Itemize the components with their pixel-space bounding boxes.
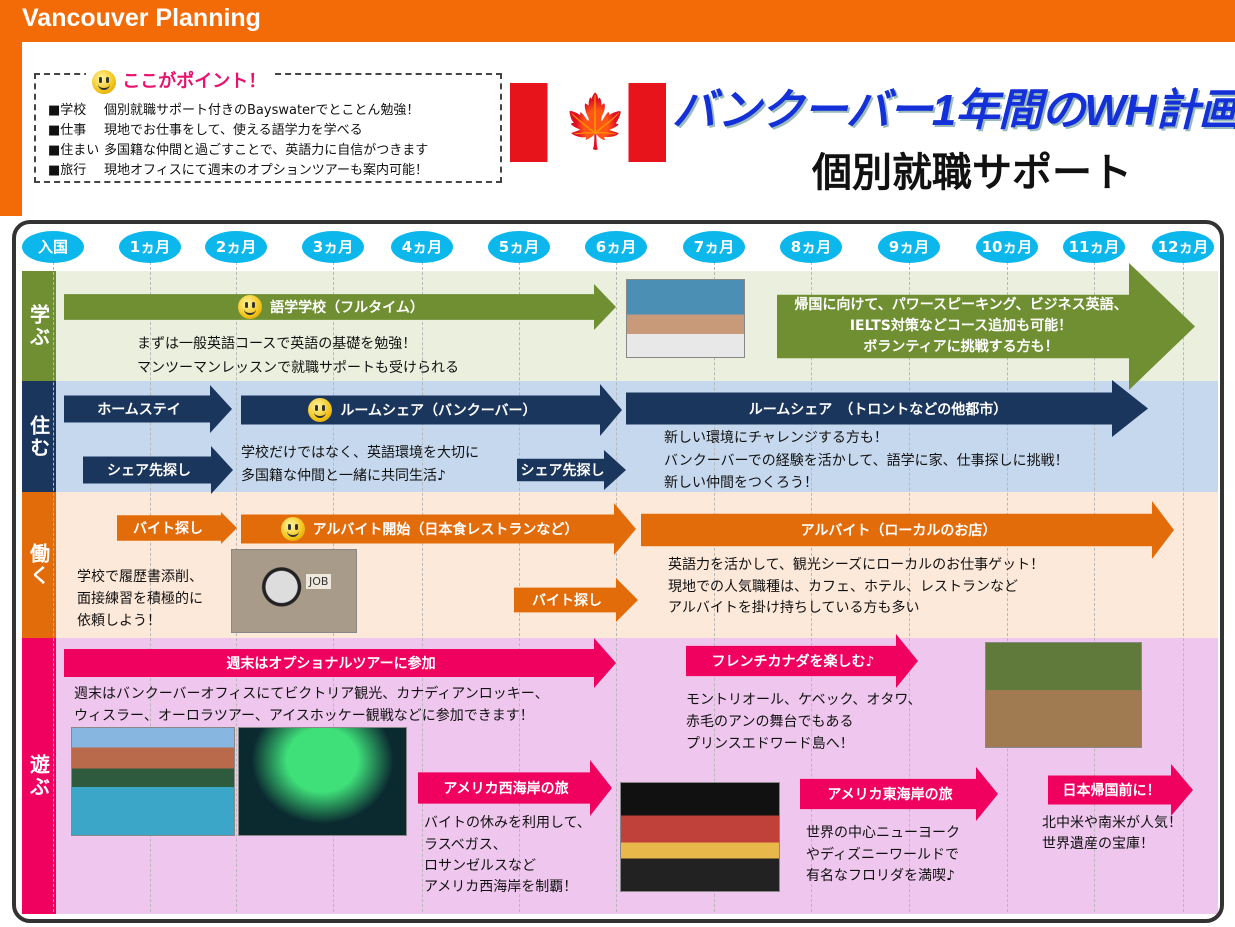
photo-text: JOB: [306, 574, 332, 589]
month-marker: 5ヵ月: [488, 231, 550, 263]
month-marker: 12ヵ月: [1152, 231, 1214, 263]
point-key: ■住まい: [48, 143, 100, 158]
header-strip: [0, 0, 22, 216]
gridline: [1007, 262, 1008, 912]
learn-text: まずは一般英語コースで英語の基礎を勉強！: [137, 336, 417, 352]
point-item: ■学校 個別就職サポート付きのBayswaterでとことん勉強！: [48, 99, 419, 118]
page-title: バンクーバー1年間のWH計画: [672, 86, 1235, 135]
canada-flag-icon: 🍁: [510, 83, 666, 162]
gridline: [53, 262, 54, 912]
gridline: [909, 262, 910, 912]
play-text: バイトの休みを利用して、: [424, 815, 591, 831]
row-label-work: 働く: [22, 492, 56, 638]
play-text: 週末はバンクーバーオフィスにてビクトリア観光、カナディアンロッキー、: [74, 686, 549, 702]
month-marker: 10ヵ月: [976, 231, 1038, 263]
arrow-label: 語学学校（フルタイム）: [270, 300, 424, 316]
month-marker: 2ヵ月: [205, 231, 267, 263]
play-text: ラスベガス、: [424, 837, 507, 853]
month-marker: 3ヵ月: [302, 231, 364, 263]
point-key: ■仕事: [48, 123, 87, 138]
rockies-photo: [71, 727, 235, 836]
play-text: ロサンゼルスなど: [424, 858, 536, 874]
month-marker: 11ヵ月: [1063, 231, 1125, 263]
arrow-label: アルバイト開始（日本食レストランなど）: [312, 522, 579, 538]
arrow-label: ルームシェア（バンクーバー）: [340, 403, 537, 419]
app-title: Vancouver Planning: [22, 4, 261, 32]
point-item: ■仕事 現地でお仕事をして、使える語学力を学べる: [48, 119, 363, 138]
arrow-job-hunt: バイト探し: [117, 512, 237, 544]
month-marker: 7ヵ月: [683, 231, 745, 263]
point-item: ■住まい多国籍な仲間と過ごすことで、英語力に自信がつきます: [48, 139, 428, 158]
month-marker: 入国: [22, 231, 84, 263]
point-item: ■旅行 現地オフィスにて週末のオプションツアーも案内可能！: [48, 159, 428, 178]
live-text: バンクーバーでの経験を活かして、語学に家、仕事探しに挑戦！: [664, 453, 1069, 469]
arrow-label: IELTS対策などコース追加も可能！: [849, 318, 1073, 334]
work-text: 英語力を活かして、観光シーズにローカルのお仕事ゲット！: [668, 557, 1045, 573]
play-text: やディズニーワールドで: [806, 847, 960, 863]
learn-text: マンツーマンレッスンで就職サポートも受けられる: [137, 360, 459, 376]
month-marker: 9ヵ月: [878, 231, 940, 263]
play-text: アメリカ西海岸を制覇！: [424, 879, 578, 895]
work-text: アルバイトを掛け持ちしている方も多い: [668, 600, 920, 616]
smiley-icon: [92, 70, 116, 94]
gridline: [1183, 262, 1184, 912]
las-vegas-photo: [620, 782, 780, 892]
point-key: ■旅行: [48, 163, 87, 178]
aurora-photo: [238, 727, 407, 836]
classroom-photo: [626, 279, 745, 358]
job-search-photo: JOB: [231, 549, 357, 633]
maple-leaf-icon: 🍁: [563, 92, 628, 152]
row-label-live: 住む: [22, 381, 56, 492]
play-text: プリンスエドワード島へ！: [686, 736, 854, 752]
gridline: [714, 262, 715, 912]
point-text: 多国籍な仲間と過ごすことで、英語力に自信がつきます: [104, 143, 429, 158]
points-box: ここがポイント！ ■学校 個別就職サポート付きのBayswaterでとことん勉強！…: [34, 67, 502, 183]
live-text: 多国籍な仲間と一緒に共同生活♪: [241, 468, 446, 484]
play-text: 有名なフロリダを満喫♪: [806, 868, 955, 884]
point-text: 個別就職サポート付きのBayswaterでとことん勉強！: [104, 103, 420, 118]
gridline: [811, 262, 812, 912]
gridline: [519, 262, 520, 912]
play-text: 世界遺産の宝庫！: [1042, 836, 1154, 852]
play-text: 北中米や南米が人気！: [1042, 815, 1182, 831]
work-text: 依頼しよう！: [77, 613, 161, 629]
point-text: 現地オフィスにて週末のオプションツアーも案内可能！: [104, 163, 428, 178]
play-text: モントリオール、ケベック、オタワ、: [686, 692, 922, 708]
gridline: [1094, 262, 1095, 912]
row-label-play: 遊ぶ: [22, 638, 56, 914]
month-marker: 6ヵ月: [585, 231, 647, 263]
live-text: 学校だけではなく、英語環境を大切に: [241, 445, 479, 461]
gridline: [422, 262, 423, 912]
live-text: 新しい環境にチャレンジする方も！: [664, 430, 888, 446]
gridline: [150, 262, 151, 912]
play-text: 世界の中心ニューヨーク: [806, 825, 960, 841]
arrow-label: 帰国に向けて、パワースピーキング、ビジネス英語、: [794, 297, 1128, 313]
smiley-icon: [281, 517, 305, 541]
month-marker: 4ヵ月: [391, 231, 453, 263]
header-bar: [0, 0, 1235, 42]
smiley-icon: [308, 398, 332, 422]
live-text: 新しい仲間をつくろう！: [664, 475, 818, 491]
row-label-learn: 学ぶ: [22, 271, 56, 381]
work-text: 学校で履歴書添削、: [77, 569, 203, 585]
arrow-label: ボランティアに挑戦する方も！: [863, 339, 1059, 355]
points-title: ここがポイント！: [86, 67, 273, 94]
country-road-photo: [985, 642, 1142, 748]
play-text: 赤毛のアンの舞台でもある: [686, 714, 854, 730]
point-key: ■学校: [48, 103, 87, 118]
points-title-text: ここがポイント！: [122, 71, 267, 92]
smiley-icon: [238, 295, 262, 319]
work-text: 面接練習を積極的に: [77, 591, 203, 607]
play-text: ウィスラー、オーロラツアー、アイスホッケー観戦などに参加できます！: [74, 708, 534, 724]
timeline-frame: [12, 220, 1224, 923]
page-subtitle: 個別就職サポート: [812, 151, 1132, 195]
work-text: 現地での人気職種は、カフェ、ホテル、レストランなど: [668, 579, 1018, 595]
month-marker: 1ヵ月: [119, 231, 181, 263]
point-text: 現地でお仕事をして、使える語学力を学べる: [104, 123, 363, 138]
month-marker: 8ヵ月: [780, 231, 842, 263]
